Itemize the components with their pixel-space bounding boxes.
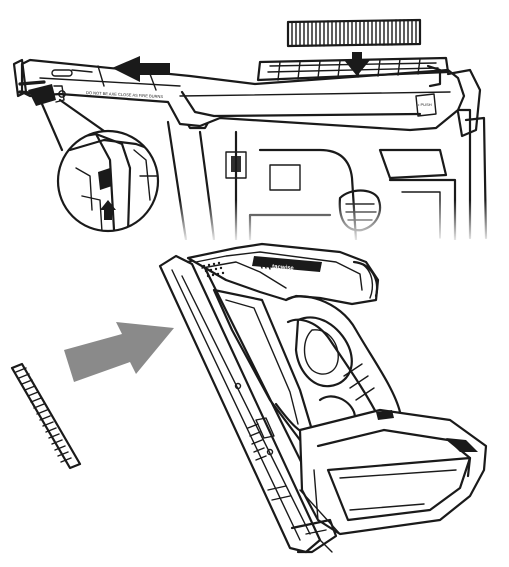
top-panel: DO NOT BE AXE CLOSE AS FIRE BURNS • PUSH — [12, 18, 490, 240]
detail-zoom — [40, 98, 160, 233]
insert-arrow — [64, 322, 174, 382]
staple-strip-top-lines — [291, 19, 417, 47]
load-arrow-down — [344, 52, 370, 76]
staple-strip-bottom — [10, 362, 82, 470]
push-arrow-left — [112, 56, 170, 82]
tool-body-top — [160, 108, 490, 240]
nail-gun: tacwise — [158, 242, 488, 554]
bottom-panel: tacwise — [10, 242, 488, 554]
staple-strip-top — [286, 18, 422, 48]
vent-dots — [202, 261, 225, 278]
warning-text: DO NOT BE AXE CLOSE AS FIRE BURNS — [86, 90, 164, 99]
brand-logo-text: tacwise — [272, 264, 295, 272]
magazine-rail: DO NOT BE AXE CLOSE AS FIRE BURNS • PUSH — [12, 56, 482, 138]
latch-text: • PUSH — [418, 102, 432, 107]
